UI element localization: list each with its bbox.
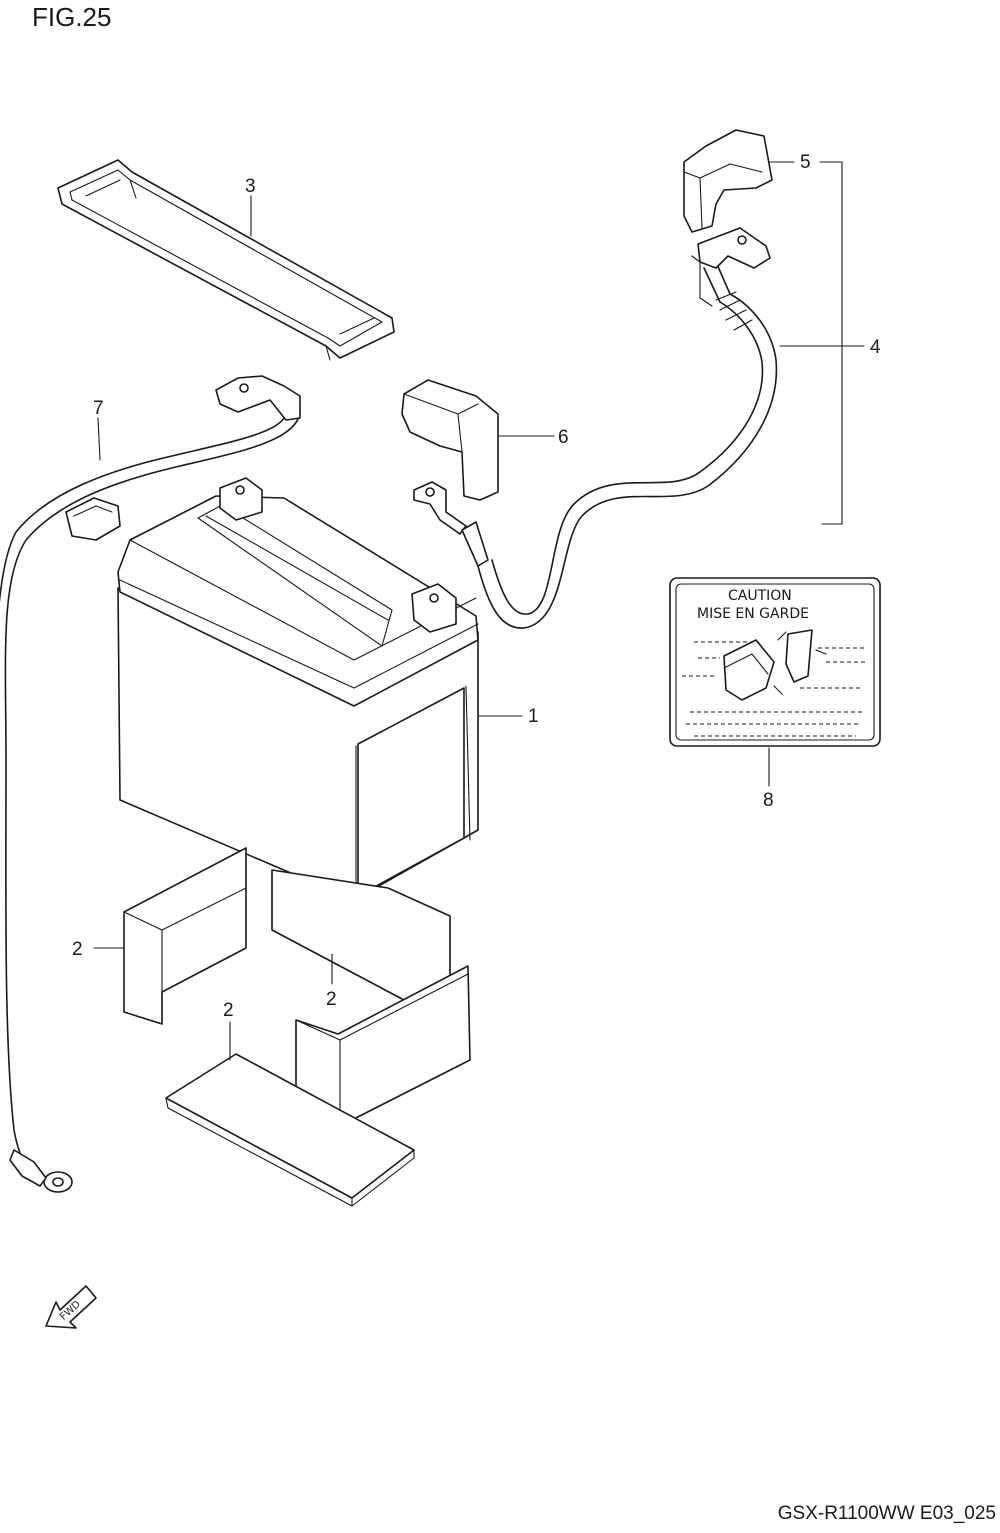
diagram-code: GSX-R1100WW E03_025 [777,1503,996,1524]
caution-label-line1: CAUTION [728,588,792,604]
callout-2-bottom: 2 [223,1000,234,1021]
callout-2-left: 2 [72,939,83,960]
caution-label-line2: MISE EN GARDE [697,606,809,622]
bracket-4-5 [819,161,843,525]
battery-strap[interactable] [57,159,395,361]
positive-terminal-cover[interactable] [401,379,499,501]
battery-bottom-pad[interactable] [165,1053,415,1207]
positive-cable[interactable] [413,227,778,629]
battery-cushion-left[interactable] [123,847,247,1025]
figure-title: FIG.25 [32,2,112,32]
callout-5: 5 [800,152,811,173]
callout-8: 8 [763,790,774,811]
callout-2-right: 2 [326,989,337,1010]
battery-cushion-right[interactable] [271,869,471,1127]
battery[interactable] [117,477,479,901]
forward-direction-arrow-icon: FWD [45,1285,97,1329]
callout-4: 4 [870,337,881,358]
callout-1: 1 [528,706,539,727]
negative-terminal-cover[interactable] [683,129,773,233]
lead-wire[interactable] [0,375,301,1193]
callout-6: 6 [558,427,569,448]
leader-line-7 [97,417,101,461]
callout-7: 7 [93,398,104,419]
caution-label[interactable]: CAUTION MISE EN GARDE [669,577,881,747]
callout-3: 3 [245,176,256,197]
